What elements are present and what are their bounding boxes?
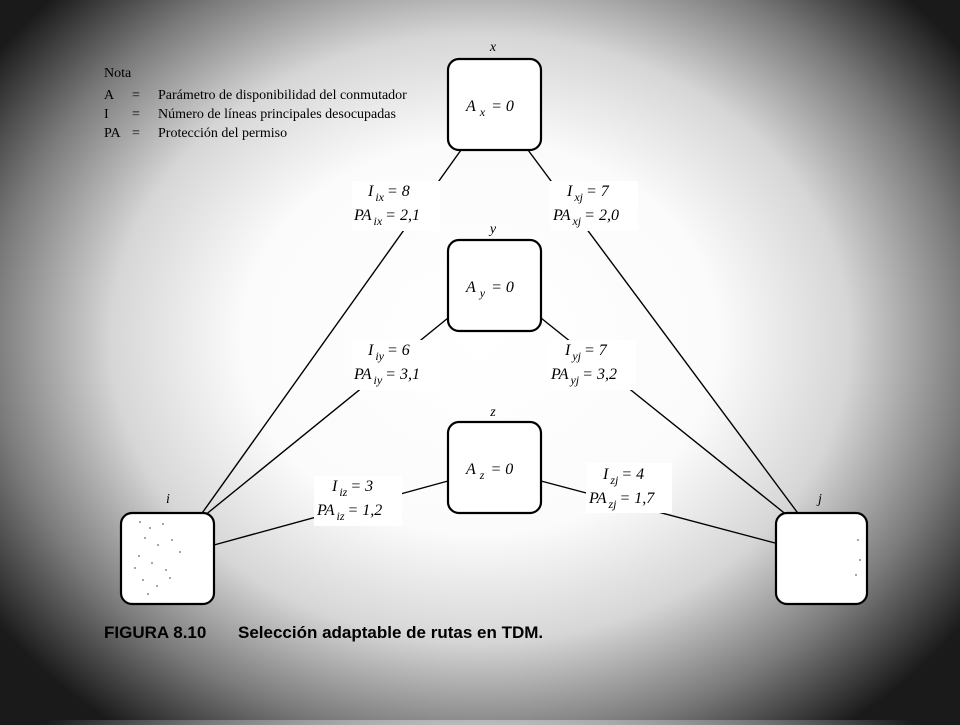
figure-title: Selección adaptable de rutas en TDM. — [238, 623, 544, 642]
legend-title: Nota — [104, 66, 132, 81]
node-y-label: y — [488, 222, 497, 237]
node-z-box — [446, 420, 543, 515]
node-y-box — [446, 238, 543, 333]
legend-row-i: I = Número de líneas principales desocup… — [104, 105, 407, 124]
legend-note: Nota A = Parámetro de disponibilidad del… — [104, 66, 407, 143]
legend-equals: = — [132, 126, 140, 141]
node-x-box — [446, 57, 543, 152]
node-i-label: i — [166, 492, 170, 507]
legend-symbol: I — [104, 107, 109, 122]
node-i-speckle — [134, 521, 181, 595]
label-masks — [314, 181, 672, 526]
legend-row-pa: PA = Protección del permiso — [104, 124, 407, 143]
legend-equals: = — [132, 88, 140, 103]
legend-text: Número de líneas principales desocupadas — [158, 107, 396, 122]
legend-row-a: A = Parámetro de disponibilidad del conm… — [104, 86, 407, 105]
legend-equals: = — [132, 107, 140, 122]
node-i: i — [119, 492, 216, 606]
node-x-label: x — [489, 40, 497, 55]
node-j-speckle — [855, 539, 861, 576]
node-z-label: z — [489, 405, 496, 420]
figure-caption: FIGURA 8.10 Selección adaptable de rutas … — [104, 623, 543, 643]
legend-text: Parámetro de disponibilidad del conmutad… — [158, 88, 407, 103]
legend-symbol: A — [104, 88, 115, 103]
node-j-box — [774, 511, 869, 606]
figure-number: FIGURA 8.10 — [104, 623, 207, 642]
node-j: j — [774, 492, 869, 606]
node-i-box — [119, 511, 216, 606]
node-j-label: j — [816, 492, 822, 507]
legend-text: Protección del permiso — [158, 126, 288, 141]
legend-symbol: PA — [104, 126, 121, 141]
